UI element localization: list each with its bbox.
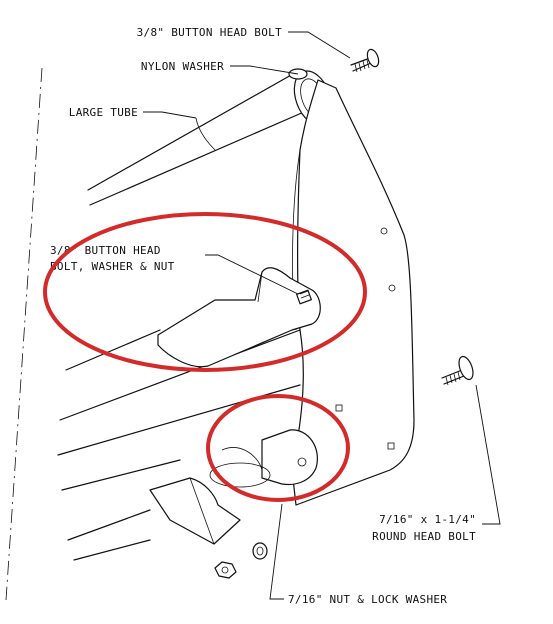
- leader-lines: [143, 31, 501, 600]
- hitch-block: [149, 462, 271, 545]
- highlight-lower-tab: [206, 394, 350, 502]
- label-button-head-bolt: 3/8" BUTTON HEAD BOLT: [137, 26, 282, 39]
- label-large-tube: LARGE TUBE: [69, 106, 138, 119]
- label-round-head-bolt-line1: 7/16" x 1-1/4": [379, 513, 476, 526]
- upper-mounting-tab: [157, 267, 321, 368]
- label-nut-lock-washer: 7/16" NUT & LOCK WASHER: [288, 593, 447, 606]
- boundary-line: [5, 67, 43, 601]
- nut-and-lock-washer: [214, 542, 268, 579]
- round-head-bolt: [441, 355, 474, 386]
- label-bolt-washer-nut-line2: BOLT, WASHER & NUT: [50, 260, 175, 273]
- button-head-bolt-upper: [350, 48, 380, 73]
- label-bolt-washer-nut-line1: 3/8" BUTTON HEAD: [50, 244, 161, 257]
- tab-bolt-nut: [296, 289, 312, 305]
- label-round-head-bolt-line2: ROUND HEAD BOLT: [372, 530, 476, 543]
- label-nylon-washer: NYLON WASHER: [141, 60, 224, 73]
- highlight-upper-tab: [43, 212, 367, 372]
